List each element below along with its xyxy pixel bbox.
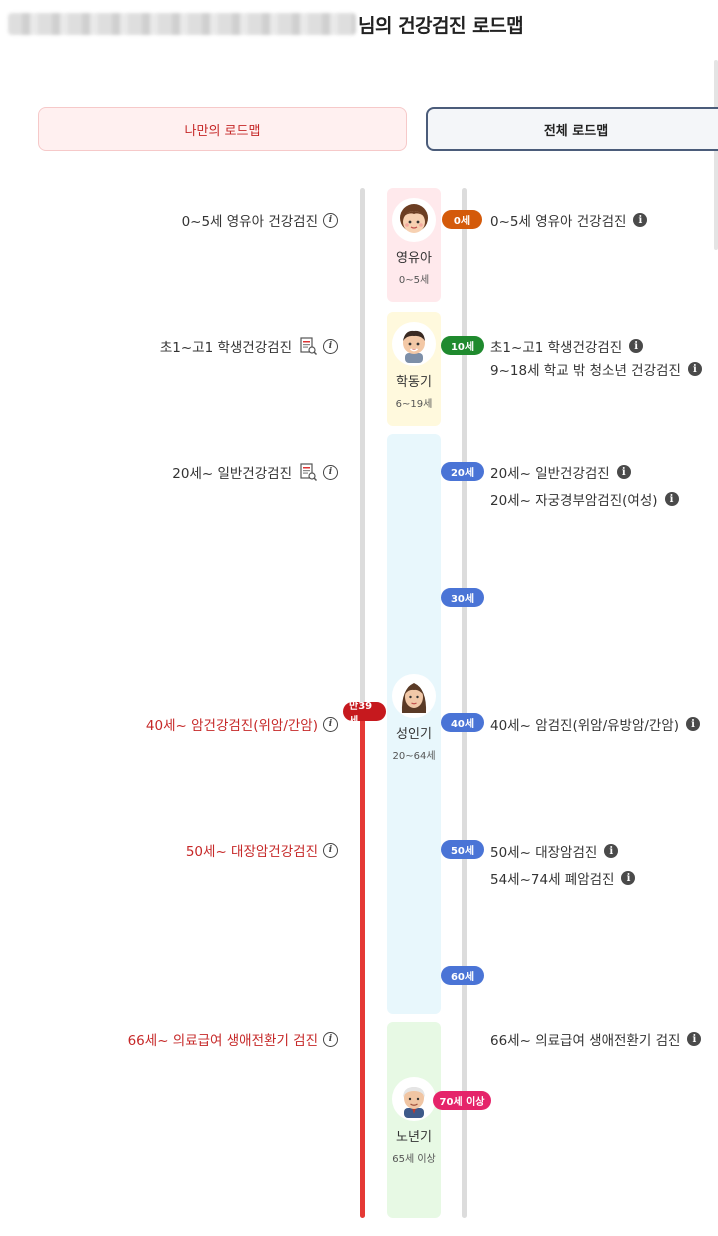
info-icon[interactable]: i — [664, 492, 679, 506]
tab-my-roadmap[interactable]: 나만의 로드맵 — [38, 107, 407, 151]
senior-avatar-icon — [392, 1077, 436, 1121]
checkup-label: 66세~ 의료급여 생애전환기 검진 — [127, 1033, 318, 1049]
full-checkup-general[interactable]: 20세~ 일반건강검진 i — [490, 462, 631, 482]
checkup-label: 66세~ 의료급여 생애전환기 검진 — [490, 1033, 681, 1049]
page-title-text: 님의 건강검진 로드맵 — [358, 14, 524, 37]
info-icon[interactable]: i — [629, 339, 644, 353]
user-name-redacted — [8, 13, 356, 35]
info-icon[interactable]: i — [686, 717, 701, 731]
stage-range: 65세 이상 — [392, 1154, 436, 1165]
info-icon[interactable]: i — [323, 842, 338, 858]
age-badge-70-plus: 70세 이상 — [433, 1091, 491, 1110]
full-timeline-track — [462, 188, 467, 1218]
student-avatar-icon — [392, 322, 436, 366]
stage-name: 영유아 — [396, 251, 432, 266]
my-checkup-cancer-40[interactable]: 40세~ 암건강검진(위암/간암) i — [146, 714, 338, 734]
age-badge-60: 60세 — [441, 966, 484, 985]
info-icon[interactable]: i — [687, 362, 702, 376]
age-badge-30: 30세 — [441, 588, 484, 607]
full-checkup-cancer-40[interactable]: 40세~ 암검진(위암/유방암/간암) i — [490, 714, 701, 734]
age-badge-20: 20세 — [441, 462, 484, 481]
current-age-badge: 만39세 — [343, 701, 386, 727]
age-badge-10: 10세 — [441, 336, 484, 355]
checkup-label: 20세~ 일반건강검진 — [172, 466, 292, 482]
stage-adult: 성인기 20~64세 — [387, 434, 441, 1014]
checkup-label: 20세~ 일반건강검진 — [490, 466, 610, 482]
checkup-label: 50세~ 대장암건강검진 — [185, 844, 318, 860]
stage-name: 노년기 — [396, 1130, 432, 1145]
checkup-label: 초1~고1 학생건강검진 — [490, 340, 623, 356]
stage-infant: 영유아 0~5세 — [387, 188, 441, 302]
my-checkup-transition-66[interactable]: 66세~ 의료급여 생애전환기 검진 i — [128, 1029, 338, 1049]
infant-avatar-icon — [392, 198, 436, 242]
adult-avatar-icon — [392, 674, 436, 718]
document-search-icon[interactable] — [298, 336, 318, 356]
info-icon[interactable]: i — [633, 213, 648, 227]
age-badge-40: 40세 — [441, 713, 484, 732]
info-icon[interactable]: i — [323, 1031, 338, 1047]
checkup-label: 40세~ 암건강검진(위암/간암) — [145, 718, 318, 734]
scrollbar[interactable] — [714, 60, 718, 250]
stage-range: 6~19세 — [395, 399, 433, 410]
checkup-label: 0~5세 영유아 건강검진 — [181, 214, 318, 230]
checkup-label: 초1~고1 학생건강검진 — [159, 340, 292, 356]
my-checkup-colon-50[interactable]: 50세~ 대장암건강검진 i — [186, 840, 338, 860]
stage-range: 0~5세 — [398, 275, 430, 286]
age-badge-50: 50세 — [441, 840, 484, 859]
full-checkup-cervical[interactable]: 20세~ 자궁경부암검진(여성) i — [490, 489, 679, 509]
my-checkup-infant[interactable]: 0~5세 영유아 건강검진 i — [182, 210, 338, 230]
info-icon[interactable]: i — [616, 465, 631, 479]
info-icon[interactable]: i — [604, 844, 619, 858]
full-checkup-infant[interactable]: 0~5세 영유아 건강검진 i — [490, 210, 648, 230]
my-timeline-active-track — [360, 718, 365, 1218]
checkup-label: 50세~ 대장암검진 — [490, 845, 598, 861]
checkup-label: 54세~74세 폐암검진 — [490, 872, 615, 888]
full-checkup-out-of-school-youth[interactable]: 9~18세 학교 밖 청소년 건강검진 i — [490, 359, 702, 379]
document-search-icon[interactable] — [298, 462, 318, 482]
info-icon[interactable]: i — [687, 1032, 702, 1046]
stage-school-age: 학동기 6~19세 — [387, 312, 441, 426]
age-badge-0: 0세 — [442, 210, 482, 229]
checkup-label: 0~5세 영유아 건강검진 — [490, 214, 627, 230]
my-checkup-general[interactable]: 20세~ 일반건강검진 i — [172, 462, 338, 482]
stage-name: 성인기 — [396, 727, 432, 742]
stage-range: 20~64세 — [392, 751, 436, 762]
my-checkup-student[interactable]: 초1~고1 학생건강검진 i — [160, 336, 338, 356]
info-icon[interactable]: i — [323, 212, 338, 228]
page-title: 님의 건강검진 로드맵 — [8, 10, 524, 38]
checkup-label: 9~18세 학교 밖 청소년 건강검진 — [490, 363, 681, 379]
stage-name: 학동기 — [396, 375, 432, 390]
full-checkup-transition-66[interactable]: 66세~ 의료급여 생애전환기 검진 i — [490, 1029, 702, 1049]
info-icon[interactable]: i — [323, 338, 338, 354]
full-checkup-colon-50[interactable]: 50세~ 대장암검진 i — [490, 841, 619, 861]
full-checkup-lung[interactable]: 54세~74세 폐암검진 i — [490, 868, 636, 888]
tab-full-roadmap[interactable]: 전체 로드맵 — [426, 107, 718, 151]
full-checkup-student[interactable]: 초1~고1 학생건강검진 i — [490, 336, 644, 356]
info-icon[interactable]: i — [323, 716, 338, 732]
checkup-label: 40세~ 암검진(위암/유방암/간암) — [490, 718, 680, 734]
stage-senior: 노년기 65세 이상 — [387, 1022, 441, 1218]
checkup-label: 20세~ 자궁경부암검진(여성) — [490, 493, 658, 509]
info-icon[interactable]: i — [621, 871, 636, 885]
info-icon[interactable]: i — [323, 464, 338, 480]
